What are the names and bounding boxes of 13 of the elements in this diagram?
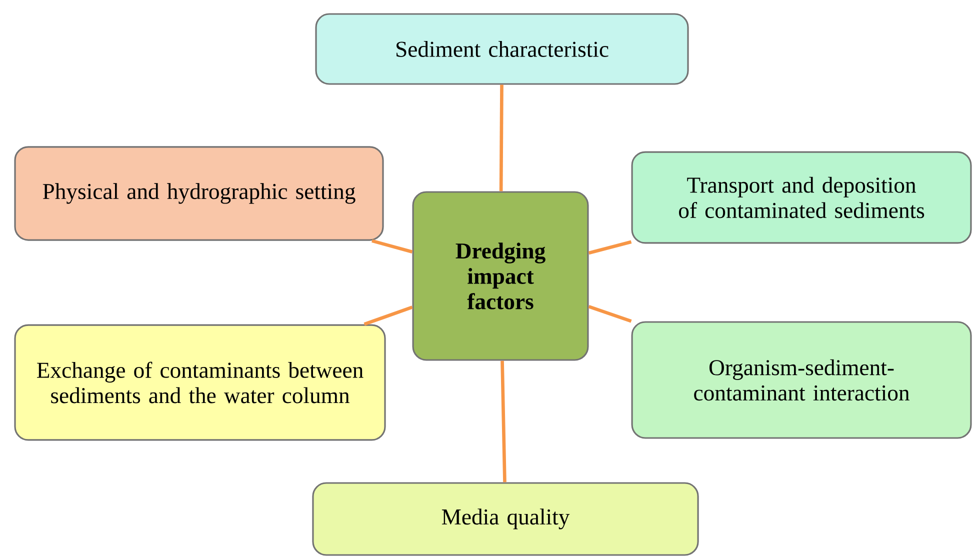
factor-box: Media quality <box>312 482 699 556</box>
connector-line <box>500 360 506 482</box>
factor-box: Sediment characteristic <box>315 13 689 85</box>
connector-line <box>588 304 632 323</box>
connector-line <box>588 240 632 255</box>
connector-line <box>499 84 504 192</box>
factor-box: Organism-sediment-contaminant interaction <box>631 321 972 439</box>
connector-line <box>372 239 413 254</box>
factor-box: Transport and deposition of contaminated sediments <box>631 151 972 244</box>
connector-line <box>364 306 413 326</box>
factor-box: Physical and hydrographic setting <box>14 146 384 241</box>
factor-box: Exchange of contaminants between sediments and the water column <box>14 324 386 441</box>
center-box: Dredging impact factors <box>412 191 589 361</box>
